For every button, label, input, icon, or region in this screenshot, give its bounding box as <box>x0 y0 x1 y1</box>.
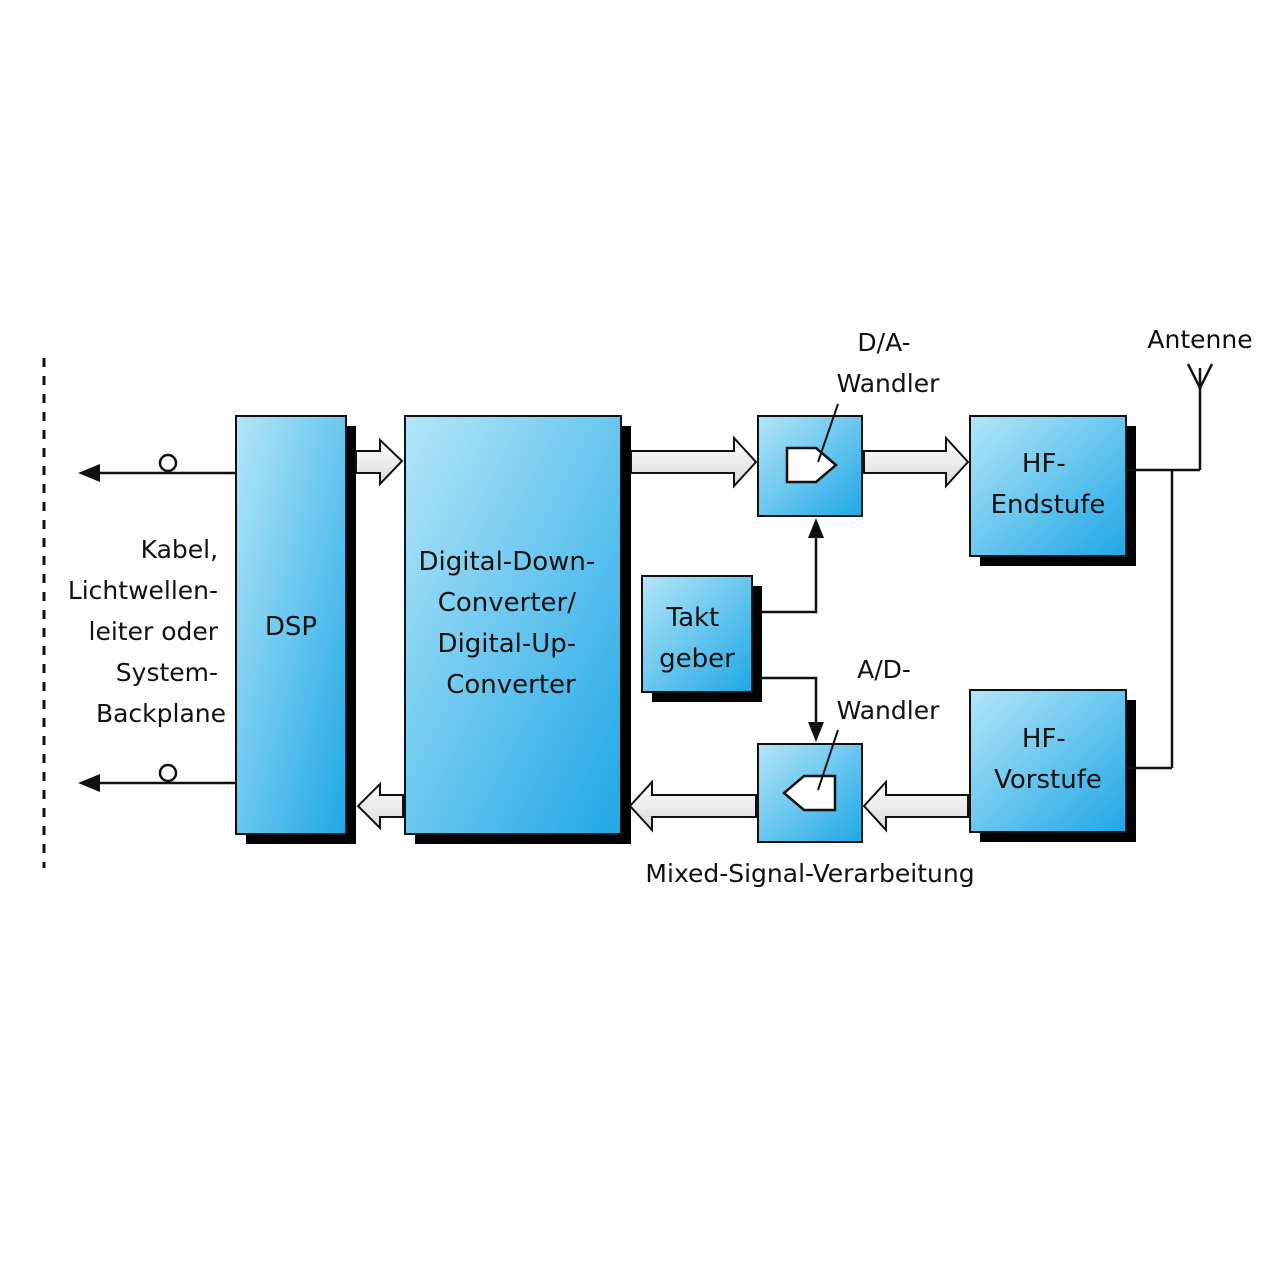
adc-caption: A/D- Wandler <box>837 655 940 725</box>
connector-icon <box>158 453 178 473</box>
bus-arrow-dsp-to-converter <box>355 437 404 487</box>
clock-label: Takt geber <box>659 603 735 674</box>
dac-caption: D/A- Wandler <box>837 328 940 398</box>
converter-label: Digital-Down- Converter/ Digital-Up- Con… <box>418 547 603 700</box>
hf-vorstufe-label: HF- Vorstufe <box>994 724 1102 795</box>
bus-arrow-hf-to-adc <box>862 779 969 833</box>
hf-endstufe-block: HF- Endstufe <box>969 415 1136 566</box>
connector-icon <box>158 763 178 783</box>
adc-block <box>757 729 863 843</box>
hf-vorstufe-block: HF- Vorstufe <box>969 689 1136 842</box>
adc-symbol-icon <box>782 774 837 812</box>
adc-leader-line <box>817 729 839 791</box>
bus-arrows <box>355 435 970 833</box>
arrow-head-icon <box>808 518 824 538</box>
bus-arrow-dac-to-hf <box>863 435 970 489</box>
antenna-label: Antenne <box>1147 325 1252 354</box>
dac-symbol-icon <box>785 446 838 484</box>
arrow-head-icon <box>78 464 100 482</box>
dac-leader-line <box>817 403 839 463</box>
arrow-head-icon <box>808 722 824 742</box>
antenna-icon <box>1186 363 1214 389</box>
dsp-label: DSP <box>265 612 317 642</box>
arrow-head-icon <box>78 774 100 792</box>
bus-arrow-adc-to-converter <box>628 779 757 833</box>
antenna-wiring <box>1126 368 1202 770</box>
mixed-signal-caption: Mixed-Signal-Verarbeitung <box>645 859 974 888</box>
dsp-block: DSP <box>235 415 356 844</box>
interface-label: Kabel, Lichtwellen- leiter oder System- … <box>68 535 226 728</box>
bus-arrow-converter-to-dsp <box>356 781 404 831</box>
left-interface-bottom <box>78 763 236 792</box>
bus-arrow-converter-to-dac <box>630 435 758 489</box>
left-interface-top <box>78 453 236 482</box>
converter-block: Digital-Down- Converter/ Digital-Up- Con… <box>404 415 631 844</box>
clock-lines <box>762 532 818 728</box>
hf-endstufe-label: HF- Endstufe <box>991 449 1106 520</box>
dac-block <box>757 403 863 517</box>
clock-block: Takt geber <box>641 575 762 702</box>
